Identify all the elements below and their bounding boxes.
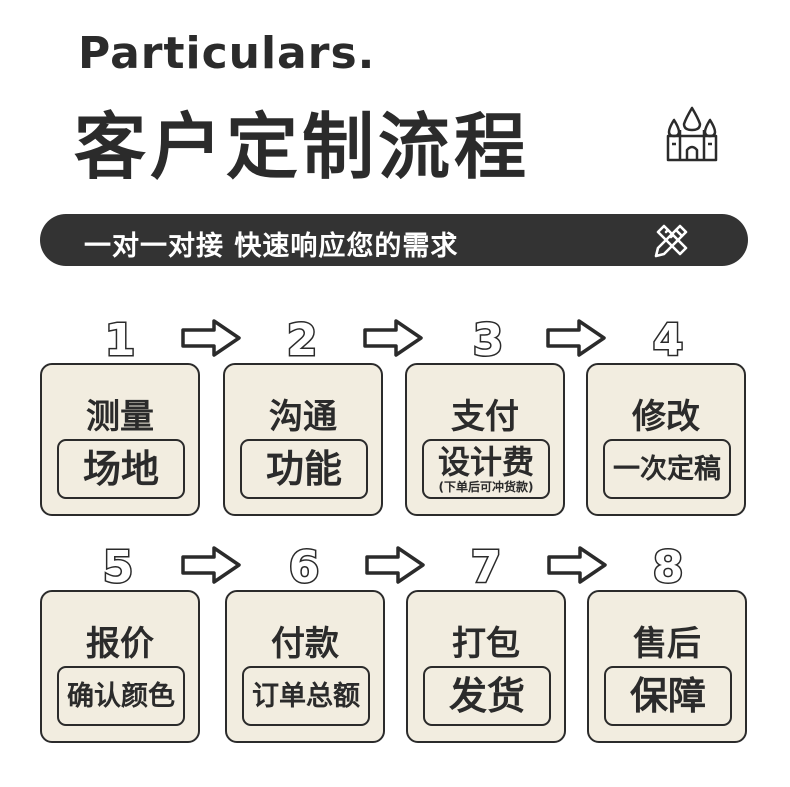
step-detail-box: 保障 xyxy=(604,666,732,726)
step-card: 打包 发货 xyxy=(406,590,566,743)
step-label: 修改 xyxy=(632,397,700,437)
step-detail-box: 一次定稿 xyxy=(603,439,731,499)
step-detail-box: 功能 xyxy=(240,439,368,499)
step-number: 7 xyxy=(469,541,503,595)
step-card: 沟通 功能 xyxy=(223,363,383,516)
step-detail: 场地 xyxy=(82,447,159,491)
banner-text: 一对一对接 快速响应您的需求 xyxy=(84,231,459,262)
step-detail: 发货 xyxy=(448,674,525,718)
step-number: 8 xyxy=(651,541,685,595)
step-detail-box: 发货 xyxy=(423,666,551,726)
step-detail-box: 订单总额 xyxy=(242,666,370,726)
page-title: 客户定制流程 xyxy=(74,105,531,189)
step-label: 报价 xyxy=(86,624,154,664)
step-card: 付款 订单总额 xyxy=(225,590,385,743)
banner: 一对一对接 快速响应您的需求 xyxy=(40,214,748,266)
step-label: 支付 xyxy=(451,397,519,437)
step-label: 测量 xyxy=(86,397,154,437)
step-card: 支付 设计费 (下单后可冲货款) xyxy=(405,363,565,516)
arrow-right-icon xyxy=(363,319,423,357)
step-number: 4 xyxy=(651,314,685,368)
step-detail: 设计费 xyxy=(437,442,534,481)
step-card: 测量 场地 xyxy=(40,363,200,516)
page-title-en: Particulars. xyxy=(78,28,376,79)
step-label: 打包 xyxy=(452,624,520,664)
step-card: 报价 确认颜色 xyxy=(40,590,200,743)
step-detail-box: 确认颜色 xyxy=(57,666,185,726)
step-label: 售后 xyxy=(633,624,701,664)
castle-icon xyxy=(666,106,718,162)
step-number: 2 xyxy=(285,314,319,368)
arrow-right-icon xyxy=(365,546,425,584)
step-number: 5 xyxy=(101,541,135,595)
step-detail-box: 场地 xyxy=(57,439,185,499)
arrow-right-icon xyxy=(181,319,241,357)
step-detail: 确认颜色 xyxy=(67,680,175,712)
arrow-right-icon xyxy=(181,546,241,584)
step-card: 售后 保障 xyxy=(587,590,747,743)
arrow-right-icon xyxy=(546,319,606,357)
step-number: 1 xyxy=(103,314,137,368)
step-label: 付款 xyxy=(271,624,339,664)
step-detail: 功能 xyxy=(265,447,342,491)
step-detail: 保障 xyxy=(629,674,706,718)
step-number: 3 xyxy=(471,314,505,368)
step-note: (下单后可冲货款) xyxy=(438,479,534,494)
pencil-ruler-icon xyxy=(654,224,688,258)
step-number: 6 xyxy=(287,541,321,595)
step-detail: 一次定稿 xyxy=(613,453,721,485)
step-detail: 订单总额 xyxy=(252,680,360,712)
step-card: 修改 一次定稿 xyxy=(586,363,746,516)
step-detail-box: 设计费 (下单后可冲货款) xyxy=(422,439,550,499)
step-label: 沟通 xyxy=(269,397,337,437)
arrow-right-icon xyxy=(547,546,607,584)
